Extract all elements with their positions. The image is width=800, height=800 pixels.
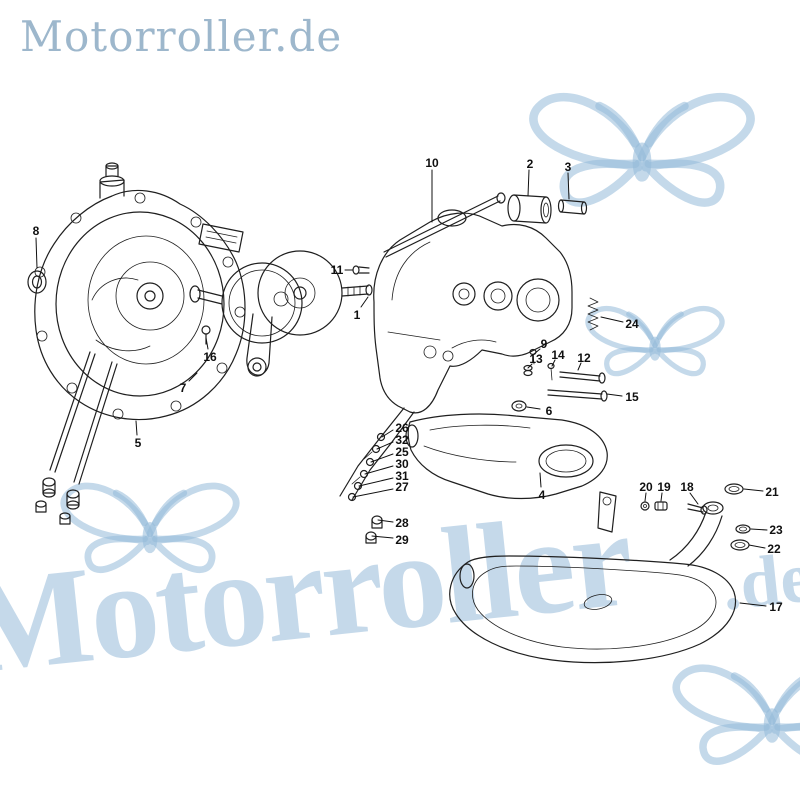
part-number-3: 3 xyxy=(565,160,572,174)
exhaust-system-part17 xyxy=(449,483,751,664)
callout-27: 27 xyxy=(352,480,409,498)
part-number-21: 21 xyxy=(765,485,779,499)
callout-9: 9 xyxy=(533,337,548,355)
right-crankcase xyxy=(339,192,588,501)
part-number-18: 18 xyxy=(680,480,694,494)
callout-29: 29 xyxy=(371,533,409,547)
callout-6: 6 xyxy=(526,404,553,418)
callout-30: 30 xyxy=(364,457,409,475)
part-number-13: 13 xyxy=(529,352,543,366)
callout-15: 15 xyxy=(606,390,639,404)
callout-32: 32 xyxy=(376,433,409,450)
cylinder-part2 xyxy=(507,194,552,224)
callout-2: 2 xyxy=(527,157,534,197)
callout-22: 22 xyxy=(748,542,781,556)
exhaust-gasket-rings xyxy=(724,483,751,551)
part-number-16: 16 xyxy=(203,350,217,364)
site-watermark-header: Motorroller.de xyxy=(20,12,343,61)
part-number-1: 1 xyxy=(354,308,361,322)
callout-7: 7 xyxy=(180,372,198,395)
part-number-5: 5 xyxy=(135,436,142,450)
callout-25: 25 xyxy=(370,445,409,463)
callout-11: 11 xyxy=(331,263,354,277)
callout-14: 14 xyxy=(551,348,565,367)
part-number-9: 9 xyxy=(541,337,548,351)
callout-24: 24 xyxy=(600,316,639,331)
callout-28: 28 xyxy=(377,516,409,530)
part-number-30: 30 xyxy=(395,457,409,471)
bolt-part11 xyxy=(352,265,370,275)
sump-cover-part4 xyxy=(405,413,608,500)
callout-1: 1 xyxy=(354,296,369,322)
part-number-4: 4 xyxy=(539,488,546,502)
callout-20: 20 xyxy=(639,480,653,502)
part-number-15: 15 xyxy=(625,390,639,404)
left-crankcase-half xyxy=(27,162,246,525)
seal-ring-part8 xyxy=(27,270,47,294)
callout-13: 13 xyxy=(527,352,543,369)
callout-16: 16 xyxy=(203,337,217,364)
part-number-12: 12 xyxy=(577,351,591,365)
part-number-6: 6 xyxy=(546,404,553,418)
callout-19: 19 xyxy=(657,480,671,502)
callout-8: 8 xyxy=(33,224,40,269)
part-number-24: 24 xyxy=(625,317,639,331)
part-tag xyxy=(198,223,244,253)
exhaust-bracket xyxy=(597,491,617,533)
callout-12: 12 xyxy=(577,351,591,371)
part-number-20: 20 xyxy=(639,480,653,494)
stud-part16 xyxy=(201,325,211,345)
part-number-19: 19 xyxy=(657,480,671,494)
part-number-14: 14 xyxy=(551,348,565,362)
callout-26: 26 xyxy=(381,421,409,438)
callout-3: 3 xyxy=(565,160,572,200)
callout-4: 4 xyxy=(539,472,546,502)
part-number-2: 2 xyxy=(527,157,534,171)
hardware-right xyxy=(511,297,608,412)
part-number-27: 27 xyxy=(395,480,409,494)
through-bolt-part10 xyxy=(383,192,506,258)
pin-part3 xyxy=(557,199,588,215)
part-number-10: 10 xyxy=(425,156,439,170)
exhaust-fasteners xyxy=(640,501,708,515)
part-number-25: 25 xyxy=(395,445,409,459)
part-number-8: 8 xyxy=(33,224,40,238)
case-studs xyxy=(35,351,118,525)
part-number-31: 31 xyxy=(395,469,409,483)
mount-fasteners xyxy=(347,432,386,544)
callout-10: 10 xyxy=(425,156,439,223)
part-number-28: 28 xyxy=(395,516,409,530)
part-number-26: 26 xyxy=(395,421,409,435)
part-number-11: 11 xyxy=(331,263,344,277)
part-number-23: 23 xyxy=(769,523,783,537)
part-number-7: 7 xyxy=(180,381,187,395)
callout-21: 21 xyxy=(743,485,779,499)
callout-31: 31 xyxy=(358,469,409,487)
part-number-29: 29 xyxy=(395,533,409,547)
callout-18: 18 xyxy=(680,480,699,505)
part-number-32: 32 xyxy=(395,433,409,447)
callout-17: 17 xyxy=(739,600,783,614)
part-number-17: 17 xyxy=(769,600,783,614)
callout-5: 5 xyxy=(135,420,142,450)
oil-filler-neck xyxy=(99,162,125,199)
part-number-22: 22 xyxy=(767,542,781,556)
callout-23: 23 xyxy=(750,523,783,537)
